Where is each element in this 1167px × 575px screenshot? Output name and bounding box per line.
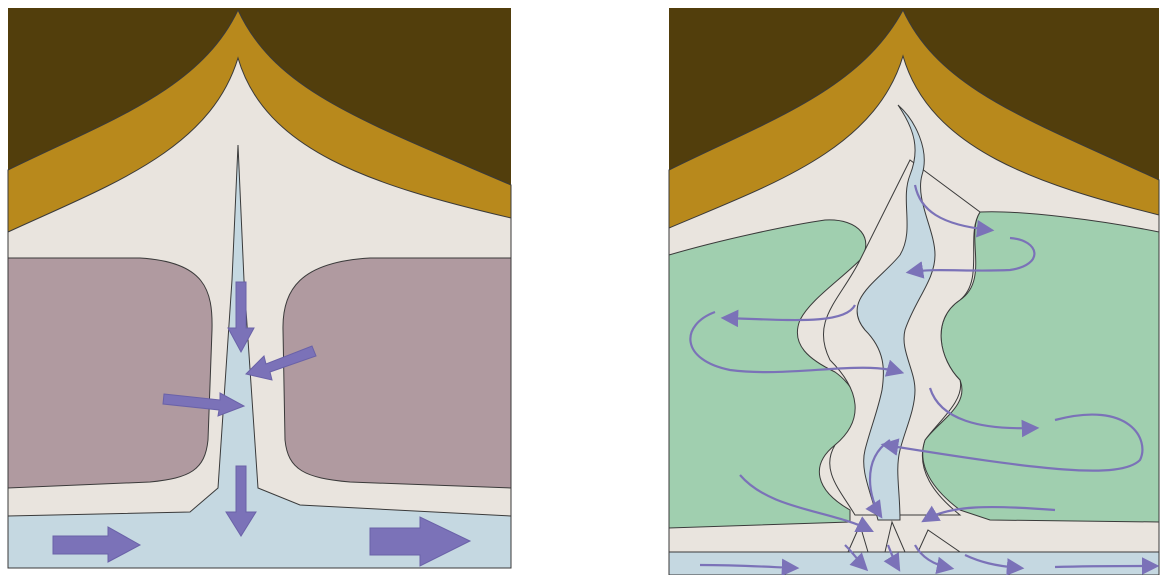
blue-bottom-basin [669, 552, 1159, 575]
right-diagram [660, 0, 1167, 575]
mauve-block-left [8, 258, 212, 488]
arrow-bottom-6 [1055, 566, 1155, 567]
left-panel [0, 0, 520, 575]
mauve-block-right [283, 258, 511, 488]
left-diagram [0, 0, 520, 575]
right-panel [660, 0, 1167, 575]
